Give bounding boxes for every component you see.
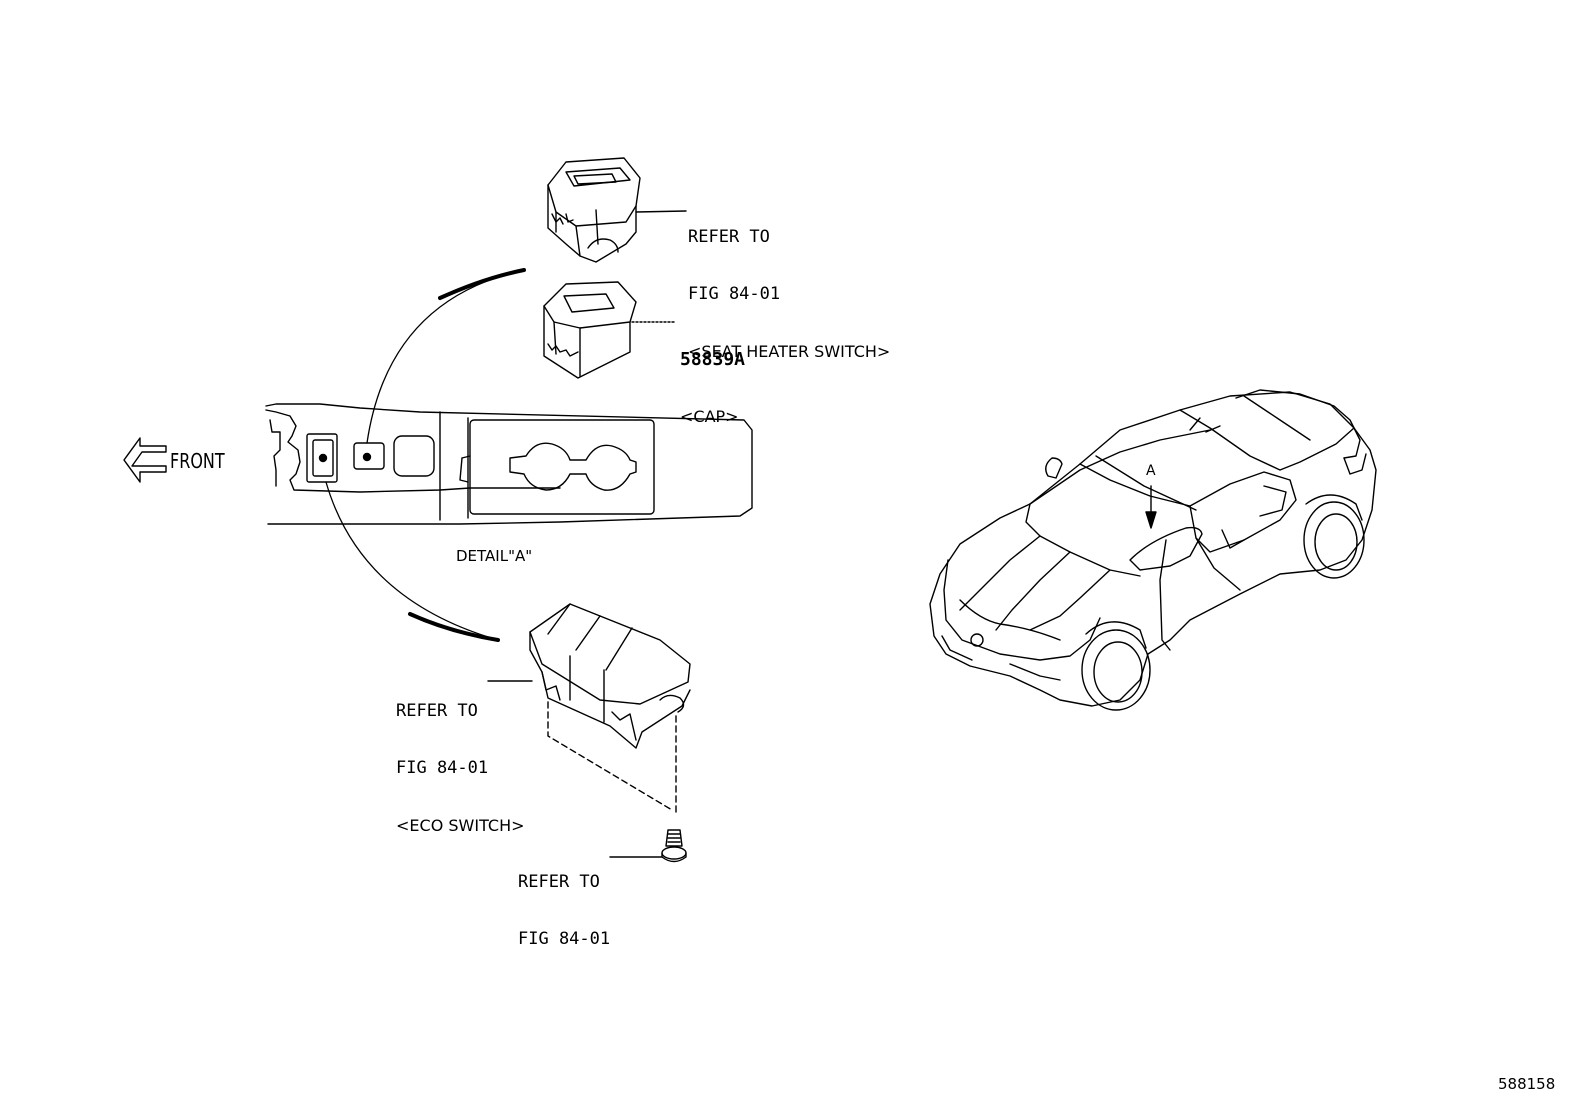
console-detail-drawing [265, 403, 753, 525]
eco-ref-line2: FIG 84-01 [396, 758, 489, 778]
leader-seat-heater-thick [438, 268, 526, 300]
screw-ref-line1: REFER TO [518, 872, 600, 892]
front-label: FRONT [170, 449, 225, 473]
seat-heater-ref-line2: FIG 84-01 [688, 284, 781, 304]
detail-label: DETAIL"A" [456, 547, 533, 565]
leader-eco-thick [408, 612, 500, 642]
eco-switch-drawing [487, 603, 691, 813]
screw-ref-line2: FIG 84-01 [518, 929, 611, 949]
front-arrow-icon [123, 437, 167, 483]
cap-name: <CAP> [680, 407, 739, 426]
seat-heater-name: <SEAT HEATER SWITCH> [688, 342, 891, 361]
screw-callout: REFER TO FIG 84-01 [518, 835, 610, 968]
cap-part-number[interactable]: 58839A [680, 349, 746, 370]
eco-ref-line1: REFER TO [396, 701, 478, 721]
view-marker-label: A [1146, 463, 1156, 479]
seat-heater-callout: REFER TO FIG 84-01 <SEAT HEATER SWITCH> [688, 190, 890, 380]
figure-id: 588158 [1498, 1075, 1556, 1093]
cap-drawing [543, 281, 677, 379]
car-drawing [929, 389, 1377, 711]
eco-name: <ECO SWITCH> [396, 816, 525, 835]
cap-callout: 58839A <CAP> [680, 312, 745, 445]
eco-callout: REFER TO FIG 84-01 <ECO SWITCH> [396, 664, 525, 854]
seat-heater-ref-line1: REFER TO [688, 227, 770, 247]
seat-heater-switch-drawing [547, 157, 687, 263]
screw-drawing [609, 829, 687, 863]
leader-eco [325, 481, 499, 641]
